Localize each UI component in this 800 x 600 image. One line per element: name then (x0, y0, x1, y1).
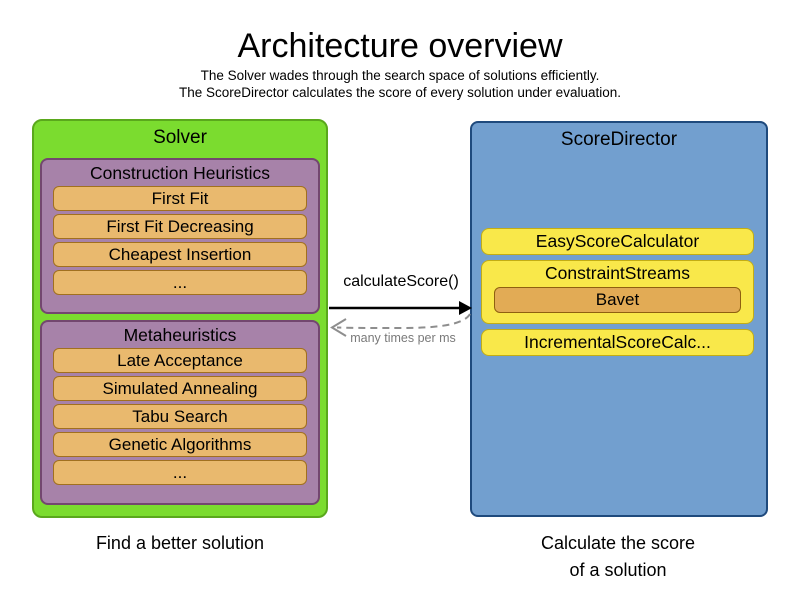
metaheuristic-item: Late Acceptance (53, 348, 307, 373)
incremental-score-calculator-box: IncrementalScoreCalc... (481, 329, 754, 356)
solver-box: Solver Construction Heuristics First Fit… (32, 119, 328, 518)
metaheuristic-item: Genetic Algorithms (53, 432, 307, 457)
return-arrow-line (336, 313, 471, 330)
heuristic-item: Cheapest Insertion (53, 242, 307, 267)
return-arrow-head-icon (330, 318, 347, 337)
score-director-label: ScoreDirector (560, 129, 678, 150)
bavet-box: Bavet (494, 287, 741, 313)
subtitle-line-2: The ScoreDirector calculates the score o… (179, 85, 621, 100)
constraint-streams-box: ConstraintStreams Bavet (481, 260, 754, 324)
construction-heuristics-label: Construction Heuristics (90, 163, 270, 183)
call-arrow-head-icon (459, 301, 472, 315)
score-director-box: ScoreDirector EasyScoreCalculator Constr… (470, 121, 768, 517)
page-title: Architecture overview (237, 27, 563, 65)
metaheuristic-item: ... (53, 460, 307, 485)
arrows-graphic (329, 301, 472, 337)
score-director-caption-line-1: Calculate the score (540, 533, 696, 553)
metaheuristics-label: Metaheuristics (123, 325, 237, 345)
calculate-score-label: calculateScore() (343, 273, 459, 290)
constraint-streams-label: ConstraintStreams (545, 263, 690, 283)
metaheuristic-item: Tabu Search (53, 404, 307, 429)
solver-caption: Find a better solution (95, 533, 265, 553)
subtitle-line-1: The Solver wades through the search spac… (200, 68, 600, 83)
heuristic-item: First Fit (53, 186, 307, 211)
heuristic-item: ... (53, 270, 307, 295)
easy-score-calculator-box: EasyScoreCalculator (481, 228, 754, 255)
score-director-caption-line-2: of a solution (569, 560, 667, 580)
construction-heuristics-group: Construction Heuristics First Fit First … (40, 158, 320, 314)
metaheuristics-group: Metaheuristics Late Acceptance Simulated… (40, 320, 320, 505)
metaheuristic-item: Simulated Annealing (53, 376, 307, 401)
score-director-caption: Calculate the score of a solution (470, 530, 766, 584)
many-times-label: many times per ms (350, 331, 456, 345)
heuristic-item: First Fit Decreasing (53, 214, 307, 239)
solver-label: Solver (153, 127, 207, 148)
